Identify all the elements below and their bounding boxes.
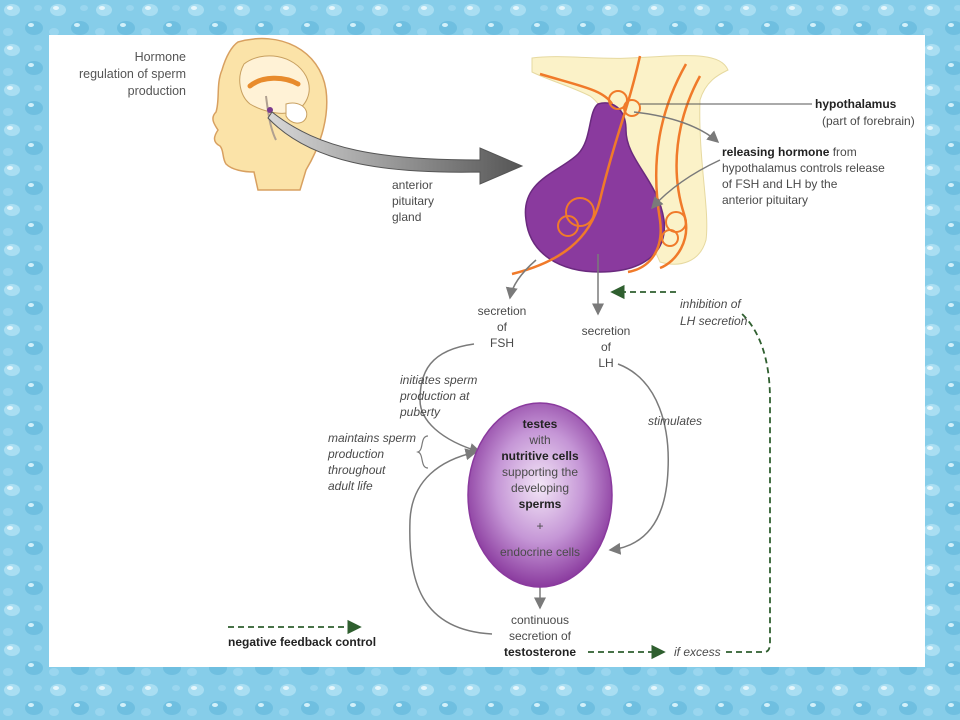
lh-label-3: LH xyxy=(598,356,613,370)
testes-line-6: sperms xyxy=(519,497,562,511)
testes-line-3: nutritive cells xyxy=(501,449,579,463)
hypothalamus-label: hypothalamus xyxy=(815,97,897,111)
testosterone-line-1: continuous xyxy=(511,613,569,627)
maintains-label-2: production xyxy=(327,447,384,461)
pituitary-label-2: pituitary xyxy=(392,194,434,208)
white-content-panel xyxy=(49,35,925,667)
title-line-2: regulation of sperm xyxy=(79,67,186,81)
testosterone-label: testosterone xyxy=(504,645,576,659)
testosterone-line-2: secretion of xyxy=(509,629,572,643)
maintains-brace xyxy=(416,435,429,469)
releasing-hormone-line-3: of FSH and LH by the xyxy=(722,177,838,191)
inhibition-label-2: LH secretion xyxy=(680,314,748,328)
maintains-label-4: adult life xyxy=(328,479,373,493)
releasing-hormone-line-1: releasing hormone from xyxy=(722,145,857,159)
fsh-to-testes-arrow xyxy=(419,343,482,455)
fsh-label-3: FSH xyxy=(490,336,514,350)
pituitary-label-3: gland xyxy=(392,210,421,224)
testes-line-1: testes xyxy=(523,417,558,431)
title-block: Hormone regulation of sperm production xyxy=(79,50,186,98)
head-to-pituitary-arrow xyxy=(267,111,524,185)
lh-label-2: of xyxy=(601,340,612,354)
testes-line-2: with xyxy=(528,433,550,447)
initiates-label-3: puberty xyxy=(399,405,441,419)
fsh-secretion-arrow xyxy=(505,259,537,300)
testes-line-8: endocrine cells xyxy=(500,545,580,559)
fsh-label-1: secretion xyxy=(478,304,527,318)
releasing-hormone-line-2: hypothalamus controls release xyxy=(722,161,885,175)
initiates-label-2: production at xyxy=(399,389,470,403)
releasing-hormone-line-4: anterior pituitary xyxy=(722,193,808,207)
lh-label-1: secretion xyxy=(582,324,631,338)
releasing-hormone-arrow xyxy=(633,111,720,143)
inhibition-label-1: inhibition of xyxy=(680,297,742,311)
title-line-3: production xyxy=(128,84,186,98)
testes-line-7: + xyxy=(536,519,543,533)
testes-shape xyxy=(467,402,613,588)
fsh-label-2: of xyxy=(497,320,508,334)
releasing-to-pituitary-arrow xyxy=(651,159,721,210)
title-line-1: Hormone xyxy=(135,50,186,64)
pituitary-label-1: anterior xyxy=(392,178,433,192)
initiates-label-1: initiates sperm xyxy=(400,373,477,387)
if-excess-label: if excess xyxy=(674,645,721,659)
pituitary-illustration xyxy=(511,55,729,276)
hypothalamus-sub-label: (part of forebrain) xyxy=(822,114,915,128)
maintains-label-3: throughout xyxy=(328,463,386,477)
stimulates-label: stimulates xyxy=(648,414,702,428)
testes-line-4: supporting the xyxy=(502,465,578,479)
negative-feedback-return xyxy=(726,311,771,653)
lh-stimulates-arrow xyxy=(608,363,669,555)
maintains-label-1: maintains sperm xyxy=(328,431,416,445)
legend-label: negative feedback control xyxy=(228,635,376,649)
testosterone-maintains-arrow xyxy=(409,448,493,635)
testes-line-5: developing xyxy=(511,481,569,495)
head-illustration xyxy=(212,37,328,191)
testes-text: testes with nutritive cells supporting t… xyxy=(500,417,580,559)
